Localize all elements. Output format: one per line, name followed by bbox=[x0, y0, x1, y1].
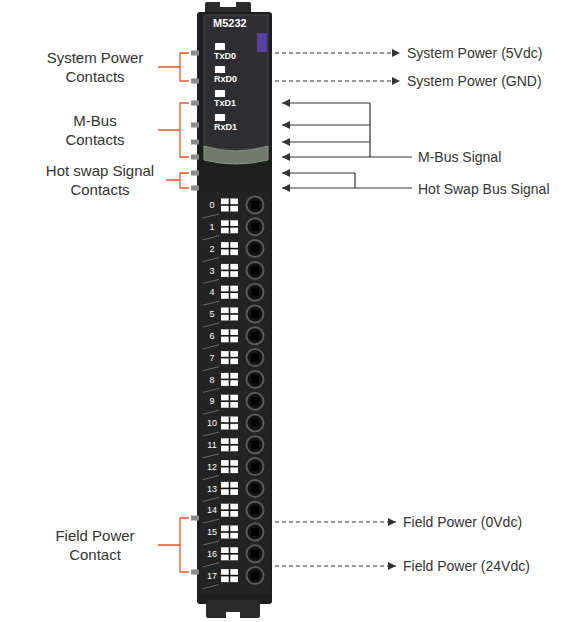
terminal-row bbox=[203, 567, 264, 589]
signal-label: System Power (5Vdc) bbox=[407, 44, 542, 62]
terminal-number: 3 bbox=[209, 266, 214, 278]
terminal-block bbox=[200, 192, 270, 594]
terminal-row bbox=[203, 502, 264, 524]
terminal-number: 12 bbox=[207, 462, 217, 474]
led-label: RxD1 bbox=[214, 122, 237, 134]
terminal-row bbox=[203, 524, 264, 546]
terminal-row bbox=[203, 480, 264, 502]
terminal-row bbox=[203, 218, 264, 240]
terminal-number: 16 bbox=[207, 549, 217, 561]
terminal-number: 10 bbox=[207, 418, 217, 430]
tab-notch bbox=[226, 612, 240, 618]
terminal-row bbox=[203, 306, 264, 328]
terminal-number: 1 bbox=[209, 222, 214, 234]
terminal-number: 5 bbox=[209, 309, 214, 321]
terminal-number: 2 bbox=[209, 244, 214, 256]
terminal-number: 17 bbox=[207, 571, 217, 583]
terminal-number: 4 bbox=[209, 287, 214, 299]
led bbox=[215, 114, 225, 121]
signal-label: Field Power (24Vdc) bbox=[403, 557, 530, 575]
terminal-row bbox=[203, 458, 264, 480]
callout-label: Hot swap Signal Contacts bbox=[39, 161, 161, 200]
terminal-number: 13 bbox=[207, 484, 217, 496]
terminal-row bbox=[203, 436, 264, 458]
led-label: TxD1 bbox=[214, 98, 236, 110]
contacts bbox=[191, 51, 199, 575]
module-body bbox=[197, 12, 272, 604]
signal-leader bbox=[275, 53, 412, 566]
led bbox=[215, 43, 225, 50]
callout-bracket bbox=[158, 53, 189, 572]
purple-marker bbox=[257, 33, 267, 52]
callout-label: System Power Contacts bbox=[36, 48, 154, 87]
led bbox=[215, 90, 225, 97]
terminal-row bbox=[203, 240, 264, 262]
bottom-tab bbox=[206, 600, 260, 618]
led bbox=[215, 66, 225, 73]
signal-label: Field Power (0Vdc) bbox=[403, 513, 522, 531]
terminal-row bbox=[203, 393, 264, 415]
terminal-row bbox=[203, 349, 264, 371]
signal-label: Hot Swap Bus Signal bbox=[418, 180, 550, 198]
terminal-number: 8 bbox=[209, 375, 214, 387]
signal-label: System Power (GND) bbox=[407, 72, 542, 90]
terminal-number: 6 bbox=[209, 331, 214, 343]
signal-label: M-Bus Signal bbox=[418, 148, 501, 166]
terminal-row bbox=[203, 545, 264, 567]
label-panel bbox=[204, 15, 268, 149]
callout-label: M-Bus Contacts bbox=[48, 111, 143, 150]
terminal-number: 11 bbox=[207, 440, 216, 452]
terminal-row bbox=[203, 197, 264, 219]
terminal-number: 14 bbox=[207, 505, 217, 517]
terminal-row bbox=[203, 371, 264, 393]
terminal-number: 9 bbox=[209, 396, 214, 408]
tab-notch bbox=[220, 2, 236, 7]
terminal-row bbox=[203, 415, 264, 437]
terminal-row bbox=[203, 327, 264, 349]
led-label: RxD0 bbox=[214, 74, 237, 86]
terminal-row bbox=[203, 262, 264, 284]
terminal-number: 0 bbox=[209, 200, 214, 212]
release-handle bbox=[204, 146, 268, 164]
terminal-number: 7 bbox=[209, 353, 214, 365]
terminal-row bbox=[203, 284, 264, 306]
model-label: M5232 bbox=[213, 16, 247, 30]
terminal-number: 15 bbox=[207, 527, 217, 539]
callout-label: Field Power Contact bbox=[36, 526, 154, 565]
led-label: TxD0 bbox=[214, 51, 236, 63]
